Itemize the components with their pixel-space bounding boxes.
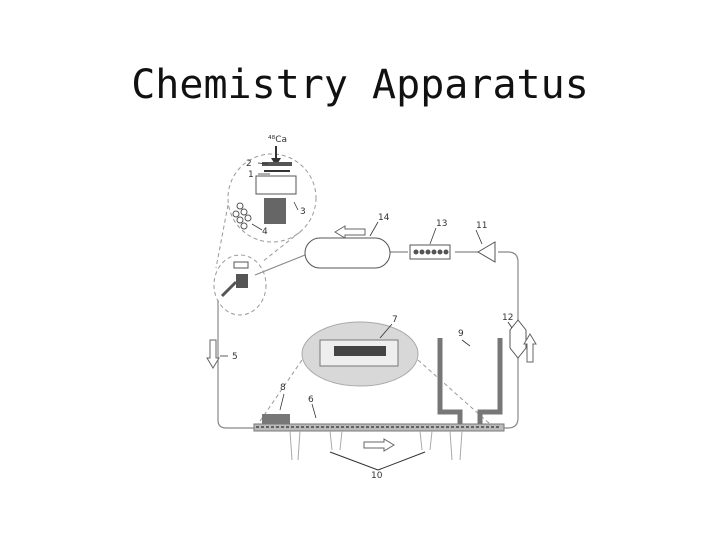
label-8: 8 (280, 383, 286, 393)
label-2: 2 (246, 159, 252, 169)
label-10: 10 (371, 471, 383, 481)
heating-coil (409, 244, 451, 260)
flow-arrow-left (206, 339, 220, 369)
connector-tube (254, 254, 306, 276)
flow-arrow-right (523, 333, 537, 363)
slide-title: Chemistry Apparatus (131, 62, 589, 108)
label-3: 3 (300, 207, 306, 217)
label-11: 11 (476, 221, 487, 231)
cooler-block (262, 414, 290, 424)
loop-tube-left (217, 300, 258, 429)
flow-arrow-bottom (363, 438, 395, 452)
pump (477, 241, 496, 263)
target-small-inset (213, 254, 267, 316)
valve (509, 319, 527, 359)
label-5: 5 (232, 352, 238, 362)
label-6: 6 (308, 395, 314, 405)
cooling-bath (437, 338, 503, 424)
label-14: 14 (378, 213, 390, 223)
label-7: 7 (392, 315, 398, 325)
label-4: 4 (262, 227, 268, 237)
detector-photo (257, 321, 491, 425)
label-ca48: ⁴⁸Ca (268, 135, 287, 145)
label-1: 1 (248, 170, 254, 180)
support-legs (289, 430, 463, 461)
target-zoom-inset (215, 146, 317, 269)
label-9: 9 (458, 329, 464, 339)
gas-cylinder (304, 237, 391, 269)
label-13: 13 (436, 219, 447, 229)
flow-arrow-top (334, 225, 366, 239)
label-12: 12 (502, 313, 513, 323)
